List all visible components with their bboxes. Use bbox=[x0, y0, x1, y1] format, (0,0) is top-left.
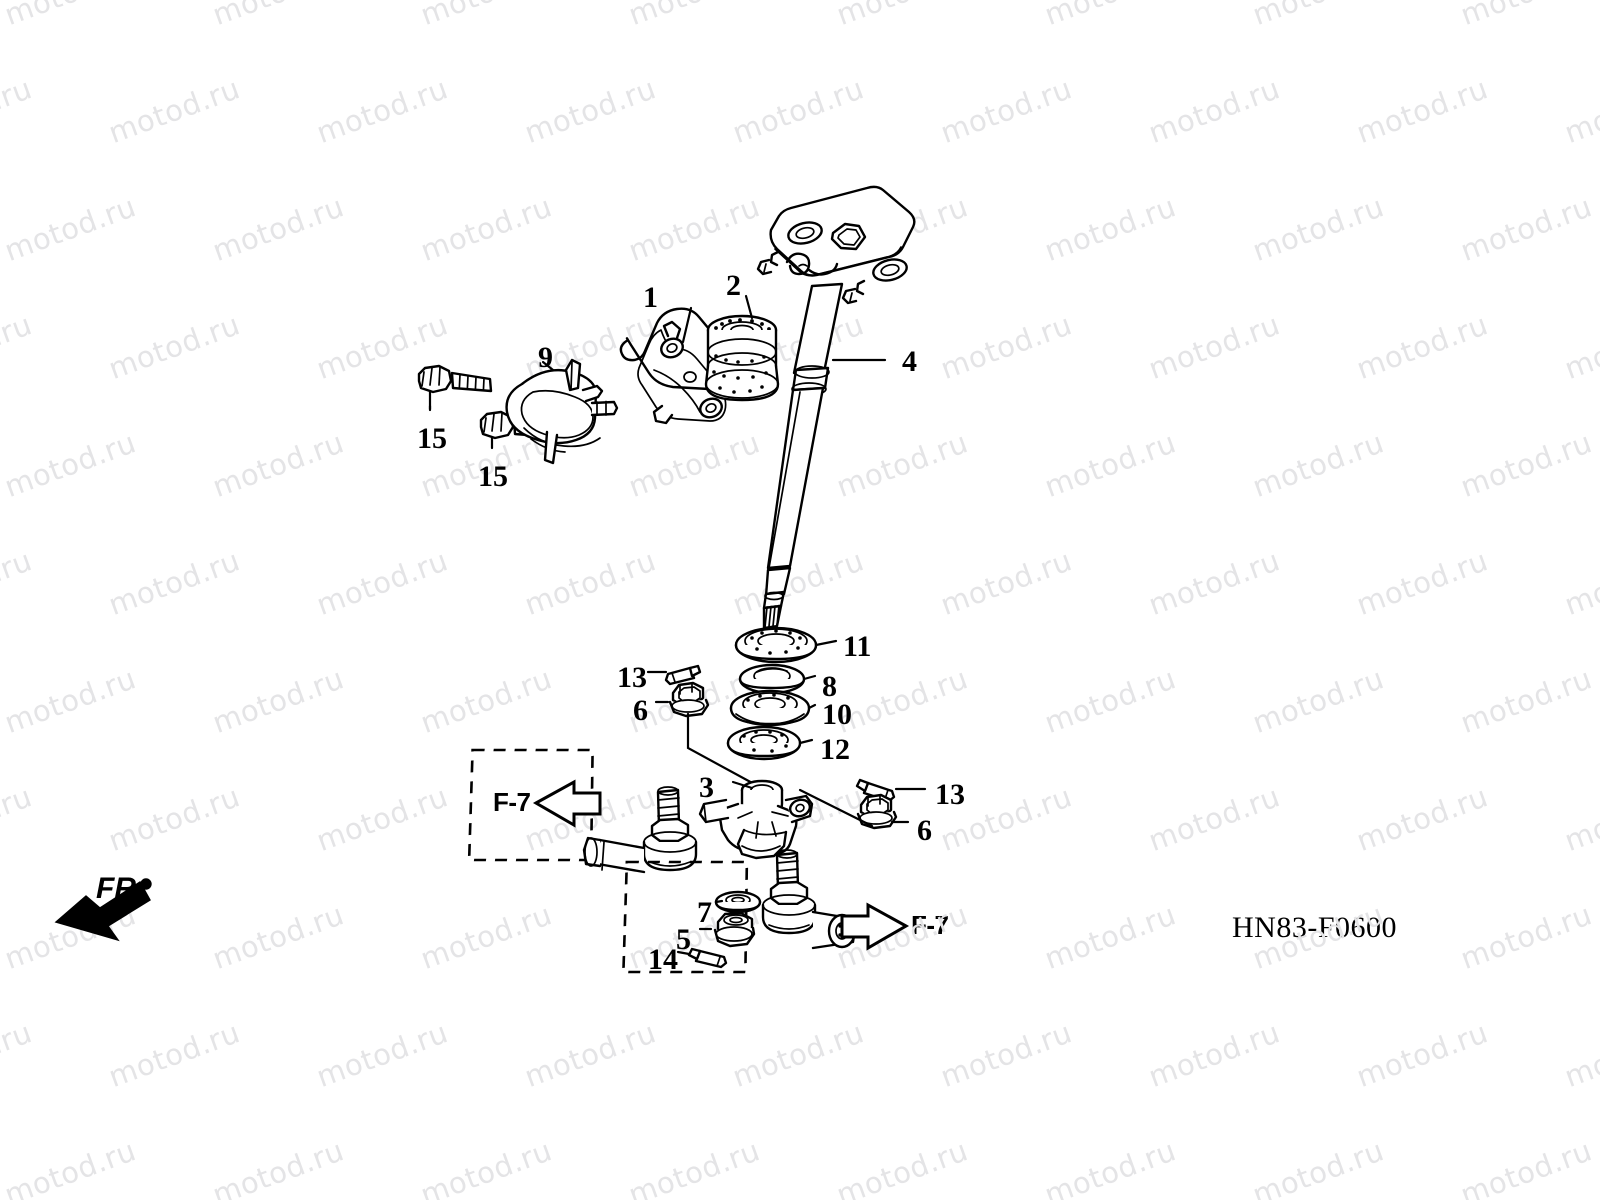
callout-cotter-pin-tie-rod[interactable]: 14 bbox=[648, 943, 678, 976]
callout-steering-holder-clamp[interactable]: 9 bbox=[538, 341, 553, 374]
part-cotter-pin-tie-rod bbox=[687, 947, 728, 969]
callout-steering-arm[interactable]: 3 bbox=[699, 771, 714, 804]
callout-steering-bracket[interactable]: 1 bbox=[643, 281, 658, 314]
diagram-part-number: HN83-F0600 bbox=[1232, 911, 1398, 944]
part-bearing bbox=[729, 689, 811, 727]
part-castle-nut-left bbox=[668, 681, 710, 718]
leader-1 bbox=[681, 306, 693, 344]
part-steering-shaft bbox=[756, 185, 916, 630]
leader-6r-to-arm bbox=[798, 788, 874, 828]
callout-dust-seal[interactable]: 11 bbox=[843, 630, 872, 663]
reference-arrow-left bbox=[532, 779, 602, 828]
callout-flange-bolt-lower[interactable]: 15 bbox=[478, 460, 508, 493]
part-bearing-lower bbox=[726, 725, 802, 761]
leader-14 bbox=[676, 950, 691, 956]
part-steering-bracket bbox=[619, 307, 732, 425]
callout-bearing-lower[interactable]: 12 bbox=[820, 733, 850, 766]
leader-8 bbox=[802, 674, 817, 681]
part-dust-seal bbox=[734, 626, 818, 664]
reference-arrow-right bbox=[840, 902, 910, 951]
leader-7 bbox=[714, 899, 724, 904]
callout-bearing[interactable]: 10 bbox=[822, 698, 852, 731]
callout-cotter-pin-left[interactable]: 13 bbox=[617, 661, 647, 694]
part-castle-nut-tie-rod bbox=[713, 911, 756, 948]
leader-6-to-arm bbox=[686, 712, 758, 787]
reference-marker-f7-left[interactable]: F-7 bbox=[493, 787, 531, 817]
leader-9 bbox=[541, 360, 555, 372]
callout-steering-shaft[interactable]: 4 bbox=[902, 345, 917, 378]
reference-box-right bbox=[622, 860, 749, 974]
front-direction-arrow bbox=[54, 878, 152, 942]
leader-2 bbox=[744, 294, 754, 320]
callout-castle-nut-left[interactable]: 6 bbox=[633, 694, 648, 727]
callout-castle-nut-right[interactable]: 6 bbox=[917, 814, 932, 847]
callout-cotter-pin-right[interactable]: 13 bbox=[935, 778, 965, 811]
part-tie-rod-end-left bbox=[582, 786, 698, 874]
part-steering-bushing bbox=[704, 314, 780, 402]
part-washer bbox=[738, 663, 806, 695]
callout-castle-nut-tie-rod[interactable]: 5 bbox=[676, 923, 691, 956]
part-steering-holder-clamp bbox=[505, 358, 619, 465]
callout-washer-tie-rod[interactable]: 7 bbox=[697, 896, 712, 929]
callout-washer[interactable]: 8 bbox=[822, 670, 837, 703]
part-washer-tie-rod bbox=[714, 890, 762, 914]
part-flange-bolt-upper bbox=[417, 364, 493, 394]
leader-10 bbox=[807, 703, 817, 710]
part-steering-arm bbox=[698, 779, 814, 860]
reference-box-left bbox=[467, 748, 594, 862]
callout-steering-bushing[interactable]: 2 bbox=[726, 269, 741, 302]
leader-3 bbox=[731, 780, 754, 790]
leader-11 bbox=[814, 639, 838, 647]
part-cotter-pin-left bbox=[664, 664, 702, 686]
leader-12 bbox=[798, 738, 814, 745]
reference-marker-f7-right[interactable]: F-7 bbox=[911, 910, 949, 940]
callout-flange-bolt-upper[interactable]: 15 bbox=[417, 422, 447, 455]
